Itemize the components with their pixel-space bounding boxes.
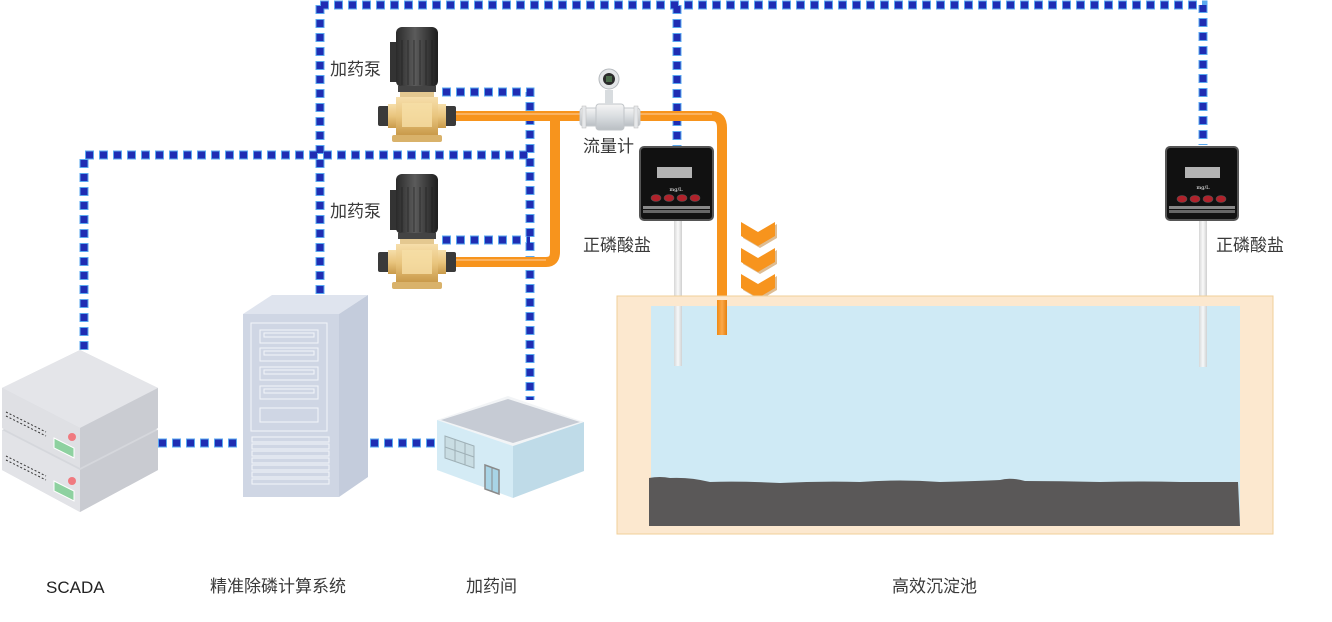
flowmeter[interactable] <box>579 68 641 131</box>
label-dosing-room: 加药间 <box>466 577 517 597</box>
pipe-main <box>455 111 727 335</box>
analyzer-right-unit: mg/L <box>1197 185 1211 191</box>
flow-direction-chevrons <box>741 222 777 300</box>
analyzer-left-unit: mg/L <box>670 187 684 193</box>
dosing-pump-top[interactable] <box>378 27 456 142</box>
phosphate-analyzer-right[interactable]: mg/L <box>1165 146 1239 367</box>
chevron-down-icon <box>741 222 777 248</box>
tank-sludge <box>649 477 1240 526</box>
analyzer-right-label: 正磷酸盐 <box>1216 236 1284 256</box>
pump-top-label: 加药泵 <box>330 60 381 80</box>
label-tank: 高效沉淀池 <box>892 577 977 597</box>
label-scada: SCADA <box>46 578 105 597</box>
analyzer-left-label: 正磷酸盐 <box>583 236 651 256</box>
chevron-down-icon <box>741 248 777 274</box>
scada-server[interactable] <box>2 350 158 512</box>
signal-lines <box>79 0 1208 448</box>
chevron-down-icon <box>741 274 777 300</box>
calc-system-cabinet[interactable] <box>243 295 368 497</box>
phosphate-analyzer-left[interactable]: mg/L <box>639 146 714 366</box>
signal-line-pump-top <box>442 87 535 400</box>
sedimentation-tank[interactable] <box>616 295 1274 535</box>
label-calc-system: 精准除磷计算系统 <box>210 577 346 597</box>
dosing-room-building[interactable] <box>437 396 584 498</box>
pipe-branch <box>455 116 560 267</box>
dosing-pump-bottom[interactable] <box>378 174 456 289</box>
flowmeter-label: 流量计 <box>583 137 634 157</box>
pump-bottom-label: 加药泵 <box>330 202 381 222</box>
